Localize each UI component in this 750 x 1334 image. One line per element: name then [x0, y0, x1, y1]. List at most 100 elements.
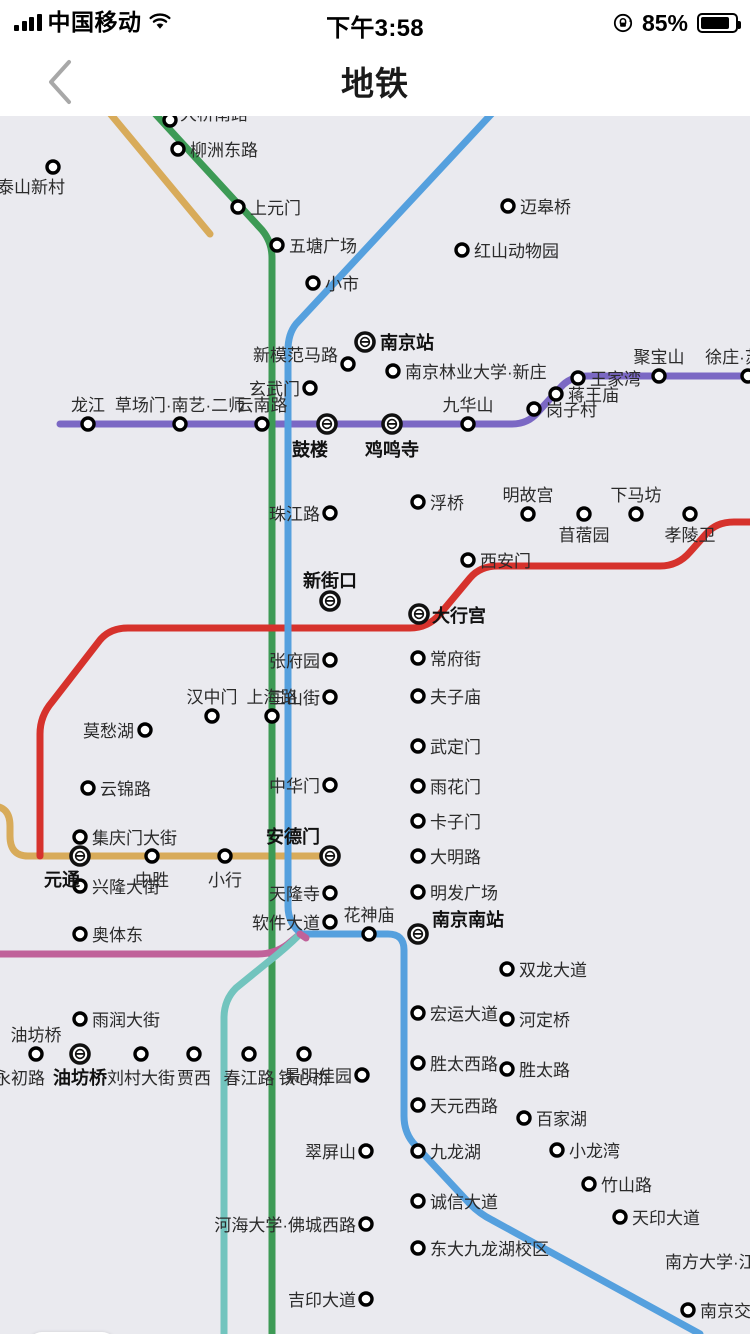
station-草场门-南艺-二师[interactable]: 草场门·南艺·二师 [115, 396, 245, 432]
station-雨润大街[interactable]: 雨润大街 [72, 1011, 160, 1030]
station-宏运大道[interactable]: 宏运大道 [410, 1005, 498, 1024]
station-迈皋桥[interactable]: 迈皋桥 [500, 198, 571, 217]
station-天隆寺[interactable]: 天隆寺 [269, 885, 338, 904]
station-景明佳园[interactable]: 铁心桥 [279, 1046, 330, 1088]
interchange-鸡鸣寺[interactable]: 鸡鸣寺 [364, 413, 419, 460]
station-武定门[interactable]: 武定门 [410, 738, 481, 757]
interchange-新街口[interactable]: 新街口 [303, 570, 357, 612]
station-永初路[interactable]: 油坊桥 [11, 1026, 62, 1062]
station-小行[interactable]: 小行 [208, 848, 242, 890]
station-markers: 泰山新村 中胜 小行 大桥南路 柳洲东路 [0, 116, 750, 1321]
station-五塘广场[interactable]: 五塘广场 [269, 237, 357, 256]
station-诚信大道[interactable]: 诚信大道 [410, 1193, 498, 1212]
station-兴隆大街[interactable]: 兴隆大街 [72, 878, 160, 897]
station-label: 三山街 [269, 689, 320, 708]
station-胜太西路[interactable]: 胜太西路 [410, 1055, 498, 1074]
station-天印大道[interactable]: 天印大道 [612, 1209, 700, 1228]
station-花神庙[interactable]: 花神庙 [344, 906, 395, 942]
station-label: 上海路 [247, 688, 298, 707]
station-龙江[interactable]: 龙江 [71, 396, 105, 432]
locate-button[interactable] [28, 1332, 116, 1334]
station-大桥南路[interactable]: 大桥南路 [162, 116, 248, 128]
station-苜蓿园[interactable]: 苜蓿园 [559, 506, 610, 545]
station-玄武门[interactable]: 玄武门 [249, 380, 318, 399]
station-雨花门[interactable]: 雨花门 [410, 778, 481, 797]
station-南京交院[interactable]: 南京交院 [680, 1302, 750, 1321]
line-10 [0, 116, 329, 860]
station-胜太路[interactable]: 胜太路 [499, 1061, 570, 1080]
station-红山动物园[interactable]: 红山动物园 [454, 242, 559, 261]
station-刘村大街[interactable]: 永初路 [0, 1069, 45, 1088]
station-label: 九龙湖 [430, 1143, 481, 1162]
station-label: 岗子村 [546, 401, 597, 420]
station-泰山新村[interactable]: 泰山新村 [0, 159, 65, 197]
station-贾西[interactable]: 刘村大街 [107, 1046, 175, 1088]
station-集庆门大街[interactable]: 集庆门大街 [72, 829, 177, 848]
station-南方大学-江苏[interactable]: 南方大学·江苏 [665, 1253, 750, 1272]
station-label: 中华门 [269, 777, 320, 796]
station-新模范马路[interactable]: 新模范马路 [253, 346, 356, 372]
station-西安门[interactable]: 西安门 [460, 552, 531, 571]
station-吉印大道[interactable]: 河海大学·佛城西路 [214, 1216, 374, 1235]
station-下马坊[interactable]: 下马坊 [611, 486, 662, 522]
station-label: 王家湾 [590, 370, 641, 389]
station-珠江路[interactable]: 珠江路 [269, 505, 338, 524]
station-label: 明发广场 [430, 884, 498, 903]
station-河定桥[interactable]: 河定桥 [499, 1011, 570, 1030]
station-南京林业大学-新庄[interactable]: 南京林业大学·新庄 [385, 363, 547, 382]
station-百家湖[interactable]: 百家湖 [516, 1110, 587, 1129]
station-软件大道[interactable]: 软件大道 [252, 914, 338, 933]
station-卡子门[interactable]: 卡子门 [410, 813, 481, 832]
station-张府园[interactable]: 张府园 [269, 652, 338, 671]
station-徐庄-苏宁[interactable]: 徐庄·苏宁 [705, 348, 750, 384]
station-正方中路[interactable]: 吉印大道 [288, 1291, 374, 1310]
station-蒋王庙[interactable]: 蒋王庙 [548, 386, 619, 405]
station-上元门[interactable]: 上元门 [230, 199, 301, 218]
interchange-大行宫[interactable]: 大行宫 [408, 603, 486, 626]
station-东大九龙湖校区[interactable]: 东大九龙湖校区 [410, 1240, 549, 1259]
station-明发广场[interactable]: 明发广场 [410, 884, 498, 903]
station-常府街[interactable]: 常府街 [410, 650, 481, 669]
station-双龙大道[interactable]: 双龙大道 [499, 961, 587, 980]
station-柳洲东路[interactable]: 柳洲东路 [170, 141, 258, 160]
station-莫愁湖[interactable]: 莫愁湖 [83, 722, 153, 741]
chevron-left-icon [49, 60, 71, 104]
station-九龙湖[interactable]: 九龙湖 [410, 1143, 481, 1162]
station-小龙湾[interactable]: 小龙湾 [549, 1142, 620, 1161]
station-铁心桥[interactable]: 春江路 [224, 1046, 275, 1088]
station-小市[interactable]: 小市 [305, 275, 359, 294]
interchange-南京南站[interactable]: 南京南站 [407, 909, 504, 945]
station-春江路[interactable]: 贾西 [177, 1046, 211, 1088]
station-天元西路[interactable]: 天元西路 [410, 1097, 498, 1116]
station-夫子庙[interactable]: 夫子庙 [410, 688, 481, 707]
station-奥体东[interactable]: 奥体东 [72, 926, 143, 945]
station-三山街[interactable]: 三山街 [269, 689, 338, 708]
station-中胜[interactable]: 中胜 [135, 848, 169, 890]
line-s9 [220, 930, 304, 1334]
station-岗子村[interactable]: 岗子村 [526, 401, 597, 420]
station-聚宝山[interactable]: 聚宝山 [634, 348, 685, 384]
metro-map-canvas[interactable]: 泰山新村 中胜 小行 大桥南路 柳洲东路 [0, 116, 750, 1334]
station-上海路[interactable]: 上海路 [247, 688, 298, 724]
interchange-安德门[interactable]: 安德门 [266, 826, 341, 867]
station-翠屏山[interactable]: 景明佳园 [284, 1067, 370, 1086]
station-汉中门[interactable]: 汉中门 [187, 688, 238, 724]
back-button[interactable] [34, 56, 86, 108]
station-河海大学-佛城西路[interactable]: 翠屏山 [305, 1143, 374, 1162]
station-云南路[interactable]: 云南路 [237, 396, 288, 432]
station-九华山[interactable]: 九华山 [443, 396, 494, 432]
station-中华门[interactable]: 中华门 [269, 777, 338, 796]
station-浮桥[interactable]: 浮桥 [410, 494, 464, 513]
status-bar: 中国移动 下午3:58 85% [0, 0, 750, 46]
station-王家湾[interactable]: 王家湾 [570, 370, 641, 389]
station-竹山路[interactable]: 竹山路 [581, 1176, 652, 1195]
station-云锦路[interactable]: 云锦路 [80, 780, 151, 799]
interchange-南京站[interactable]: 南京站 [354, 331, 434, 353]
station-孝陵卫[interactable]: 孝陵卫 [665, 506, 716, 545]
interchange-油坊桥[interactable]: 永初路 油坊桥 [53, 1043, 108, 1088]
interchange-元通[interactable]: 元通 [44, 845, 91, 890]
interchange-鼓楼[interactable]: 鼓楼 [292, 413, 338, 460]
station-明故宫[interactable]: 明故宫 [503, 486, 554, 522]
station-大明路[interactable]: 大明路 [410, 848, 481, 867]
station-label: 迈皋桥 [520, 198, 571, 217]
